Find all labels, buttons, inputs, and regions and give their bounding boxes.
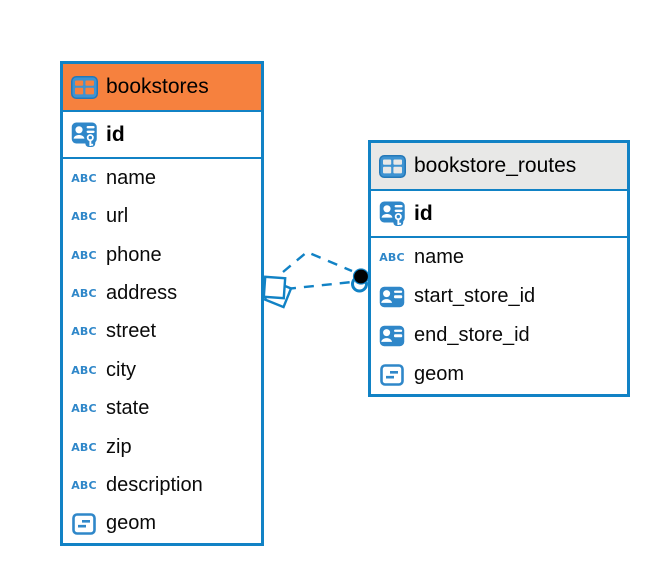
column-row-state[interactable]: ABC state [63,389,261,427]
column-name: description [106,473,203,496]
column-name: geom [414,363,465,385]
column-row-street[interactable]: ABC street [63,313,261,351]
relation-line-lower [285,280,353,291]
text-type-icon: ABC [69,211,99,222]
column-row-end_store_id[interactable]: end_store_id [371,316,627,355]
column-row-geom[interactable]: geom [371,355,627,394]
column-name: street [106,320,157,343]
column-name: id [414,201,433,225]
table-header[interactable]: bookstores [63,64,261,112]
text-type-glyph: ABC [379,251,405,264]
column-row-name[interactable]: ABC name [63,159,261,197]
primary-key-icon [69,121,99,148]
column-row-name[interactable]: ABC name [371,238,627,277]
foreign-key-relation-link[interactable] [262,250,370,309]
column-name: start_store_id [414,285,536,307]
column-row-city[interactable]: ABC city [63,351,261,389]
table-icon [377,154,407,178]
column-row-description[interactable]: ABC description [63,466,261,504]
table-title: bookstore_routes [414,154,577,177]
primary-key-row[interactable]: id [63,112,261,159]
text-type-icon: ABC [69,403,99,414]
primary-key-icon [377,200,407,227]
geometry-type-icon [377,363,407,386]
column-row-phone[interactable]: ABC phone [63,236,261,274]
column-row-url[interactable]: ABC url [63,197,261,235]
text-type-glyph: ABC [71,325,97,339]
column-name: geom [106,512,157,535]
column-row-start_store_id[interactable]: start_store_id [371,277,627,316]
table-bookstore-routes[interactable]: bookstore_routes id ABC name start_store_… [368,140,630,397]
text-type-icon: ABC [377,252,407,263]
text-type-icon: ABC [69,250,99,261]
text-type-icon: ABC [69,173,99,184]
column-row-address[interactable]: ABC address [63,274,261,312]
foreign-key-icon [377,325,407,347]
relation-line-upper [282,250,353,273]
column-name: name [106,166,157,189]
table-icon [69,75,99,99]
relation-one-marker-dot [351,268,370,293]
text-type-glyph: ABC [71,171,97,185]
geometry-type-icon [69,513,99,535]
text-type-glyph: ABC [71,248,97,262]
text-type-icon: ABC [69,442,99,453]
column-row-zip[interactable]: ABC zip [63,428,261,466]
text-type-glyph: ABC [71,402,97,416]
column-name: end_store_id [414,324,530,346]
text-type-icon: ABC [69,480,99,491]
column-name: name [414,246,465,268]
column-name: city [106,358,136,381]
primary-key-row[interactable]: id [371,191,627,238]
text-type-icon: ABC [69,288,99,299]
relation-many-marker-stacked-squares [262,275,293,309]
column-name: zip [106,435,132,458]
text-type-glyph: ABC [71,210,97,224]
text-type-icon: ABC [69,365,99,376]
column-name: id [106,122,125,146]
column-name: state [106,397,150,420]
foreign-key-icon [377,286,407,308]
text-type-glyph: ABC [71,478,97,492]
column-name: address [106,281,178,304]
table-title: bookstores [106,75,209,98]
column-name: phone [106,243,162,266]
column-name: url [106,205,129,228]
text-type-glyph: ABC [71,363,97,377]
column-row-geom[interactable]: geom [63,505,261,543]
table-header[interactable]: bookstore_routes [371,143,627,191]
column-list: ABC name start_store_id end_store_id geom [371,238,627,394]
text-type-icon: ABC [69,326,99,337]
text-type-glyph: ABC [71,440,97,454]
text-type-glyph: ABC [71,286,97,300]
